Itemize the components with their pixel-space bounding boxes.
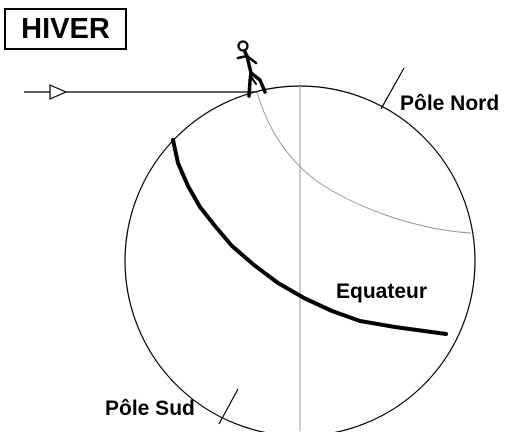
south-pole-axis bbox=[218, 388, 239, 425]
season-title: HIVER bbox=[4, 8, 127, 50]
equator-label: Equateur bbox=[336, 280, 428, 303]
north-pole-label: Pôle Nord bbox=[400, 92, 500, 115]
equator-line bbox=[171, 138, 448, 336]
stick-figure-icon bbox=[236, 40, 267, 98]
arrow-right-icon bbox=[49, 84, 68, 100]
latitude-arc bbox=[256, 91, 472, 234]
north-pole-axis bbox=[380, 67, 405, 110]
south-pole-label: Pôle Sud bbox=[105, 397, 195, 420]
